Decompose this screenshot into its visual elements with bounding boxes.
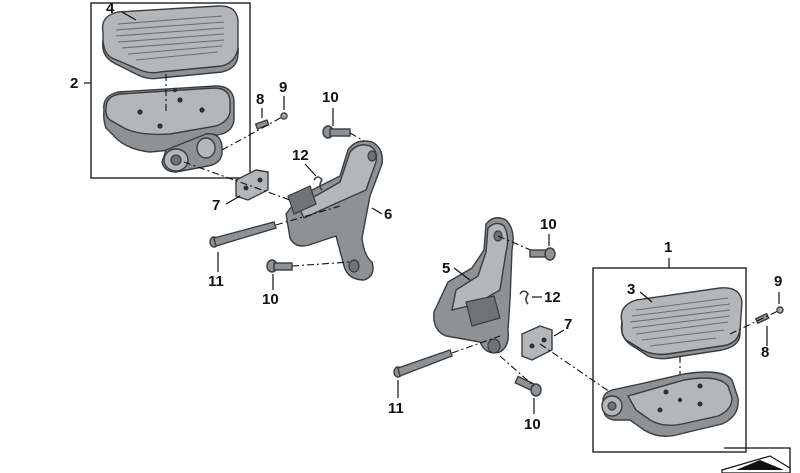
callout-8-left: 8 (256, 91, 265, 108)
callout-12-left: 12 (292, 147, 309, 164)
right-plate-7 (521, 325, 553, 361)
leader-lines (84, 11, 780, 414)
right-bolt-10-bottom (514, 375, 542, 397)
left-plate-7 (235, 169, 269, 201)
right-spring-12 (519, 290, 529, 305)
left-bracket-6 (285, 140, 383, 281)
right-pin-8 (754, 306, 784, 325)
callout-6: 6 (384, 206, 393, 223)
callout-9-left: 9 (279, 79, 288, 96)
callout-11-right: 11 (388, 400, 404, 417)
callout-4: 4 (106, 0, 115, 17)
right-footboard-plate (601, 371, 739, 437)
callout-1: 1 (664, 239, 673, 256)
callout-11-left: 11 (208, 273, 224, 290)
callout-9-right: 9 (774, 273, 783, 290)
callout-7-left: 7 (212, 197, 221, 214)
right-pin-11 (393, 349, 453, 378)
callout-5: 5 (442, 260, 451, 277)
left-rubber-pad (101, 5, 239, 80)
callout-10-left-bottom: 10 (262, 291, 279, 308)
callout-10-right-top: 10 (540, 216, 557, 233)
right-bolt-10-top (529, 247, 556, 261)
left-pin-8 (254, 112, 288, 130)
right-bracket-5 (433, 217, 514, 354)
callout-10-top: 10 (322, 89, 339, 106)
left-bolt-10-top (322, 125, 351, 139)
orientation-symbol (721, 447, 791, 473)
callout-7-right: 7 (564, 316, 573, 333)
callout-3: 3 (627, 281, 636, 298)
right-rubber-pad (620, 287, 743, 360)
left-group-box (90, 2, 251, 179)
left-footrest-assembly (90, 2, 383, 281)
callout-12-right: 12 (544, 289, 561, 306)
callout-8-right: 8 (761, 344, 770, 361)
left-footboard-plate (103, 85, 235, 173)
callout-10-right-bottom: 10 (524, 416, 541, 433)
callout-2: 2 (70, 75, 79, 92)
right-footrest-assembly (393, 217, 784, 453)
left-bolt-10-bottom (266, 259, 293, 273)
left-pin-11 (209, 221, 277, 248)
left-spring-12 (313, 176, 323, 191)
